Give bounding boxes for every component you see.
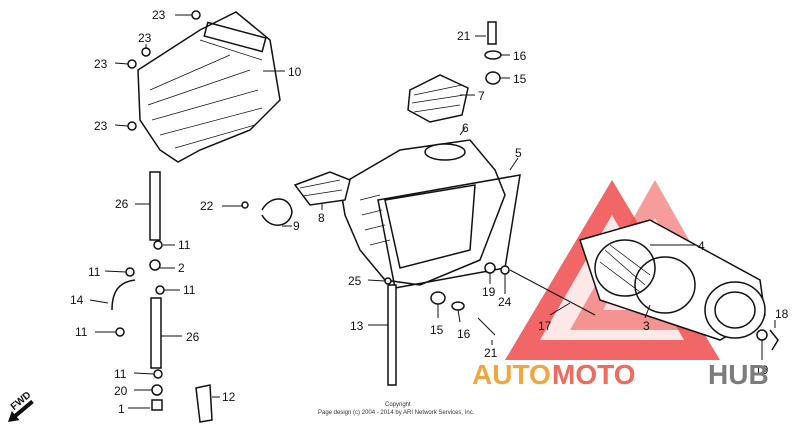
bolt-part-21-top[interactable]: [484, 21, 502, 85]
callout-4: 4: [698, 239, 705, 253]
callout-8: 8: [318, 211, 325, 225]
callout-1: 1: [118, 402, 125, 416]
clip-part-11[interactable]: [115, 327, 125, 337]
band-part-9[interactable]: [261, 198, 293, 226]
clip-part-11[interactable]: [155, 285, 165, 295]
screw-part-23[interactable]: [127, 59, 137, 69]
clip-part-11[interactable]: [125, 267, 135, 277]
callout-23: 23: [138, 31, 152, 45]
bolt-part-17[interactable]: [509, 269, 596, 316]
callout-6: 6: [462, 121, 469, 135]
callout-13: 13: [350, 319, 364, 333]
logo-text-moto: MOTO: [552, 359, 635, 390]
callout-2: 2: [178, 261, 185, 275]
callout-7: 7: [478, 89, 485, 103]
screw-part-23[interactable]: [141, 47, 151, 57]
hose-part-14[interactable]: [111, 279, 136, 311]
clip-part-18[interactable]: [769, 329, 779, 351]
hose-part-26-lower[interactable]: [150, 297, 162, 369]
callout-22: 22: [200, 199, 214, 213]
callout-19: 19: [755, 363, 769, 377]
drain-tube-part-13[interactable]: [387, 284, 397, 386]
logo-text-auto: AUTO: [472, 359, 551, 390]
callout-3: 3: [643, 319, 650, 333]
callout-24: 24: [498, 295, 512, 309]
callout-5: 5: [515, 146, 522, 160]
callout-18: 18: [775, 307, 789, 321]
callout-15: 15: [513, 72, 527, 86]
callout-11: 11: [178, 238, 191, 252]
callout-16: 16: [513, 49, 527, 63]
air-cleaner-case-part-6[interactable]: [339, 139, 506, 286]
intake-rubber-part-7[interactable]: [407, 74, 469, 123]
callout-11: 11: [75, 325, 88, 339]
callout-25: 25: [348, 274, 362, 288]
callout-11: 11: [114, 367, 127, 381]
callout-26: 26: [186, 330, 200, 344]
tube-part-8[interactable]: [293, 171, 351, 206]
callout-15: 15: [430, 323, 444, 337]
callout-labels: 23 23 23 23 10 21 16 15 7 6 5 26 22 9 8 …: [70, 8, 789, 416]
joint-part-2[interactable]: [149, 259, 161, 271]
callout-19: 19: [482, 285, 496, 299]
screw-part-22[interactable]: [241, 201, 249, 209]
callout-23: 23: [152, 8, 166, 22]
clip-part-11[interactable]: [153, 240, 163, 250]
screw-part-23[interactable]: [127, 121, 137, 131]
hose-part-12[interactable]: [195, 384, 213, 423]
callout-20: 20: [114, 384, 128, 398]
copyright-notice: Copyright Page design (c) 2004 - 2014 by…: [318, 402, 475, 416]
screw-part-25[interactable]: [384, 277, 392, 285]
callout-12: 12: [222, 390, 236, 404]
callout-17: 17: [538, 319, 552, 333]
callout-10: 10: [288, 65, 302, 79]
callout-11: 11: [88, 265, 101, 279]
cover-part-10[interactable]: [137, 11, 281, 163]
element-part-3[interactable]: [594, 239, 696, 314]
callout-26: 26: [115, 197, 129, 211]
callout-9: 9: [293, 219, 300, 233]
callout-16: 16: [457, 327, 471, 341]
collar-part-24[interactable]: [500, 265, 510, 275]
callout-23: 23: [94, 119, 108, 133]
leader-lines: [89, 14, 776, 409]
callout-23: 23: [94, 57, 108, 71]
screw-part-23[interactable]: [191, 10, 201, 20]
hose-part-26-upper[interactable]: [149, 171, 161, 241]
copyright-line-1: Copyright: [385, 402, 411, 408]
grommet-part-19b[interactable]: [756, 329, 768, 341]
plug-part-1[interactable]: [151, 399, 163, 411]
callout-11: 11: [183, 283, 196, 297]
brand-logo: AUTO MOTO HUB: [472, 359, 769, 390]
grommet-part-19[interactable]: [484, 262, 496, 274]
forward-arrow-icon: FWD: [8, 390, 34, 422]
logo-text-hub: HUB: [708, 359, 769, 390]
clip-part-11[interactable]: [153, 369, 163, 379]
copyright-line-2: Page design (c) 2004 - 2014 by ARI Netwo…: [318, 410, 475, 416]
callout-14: 14: [70, 293, 84, 307]
callout-21: 21: [457, 29, 471, 43]
callout-21: 21: [484, 346, 498, 360]
clip-part-20[interactable]: [151, 384, 163, 396]
